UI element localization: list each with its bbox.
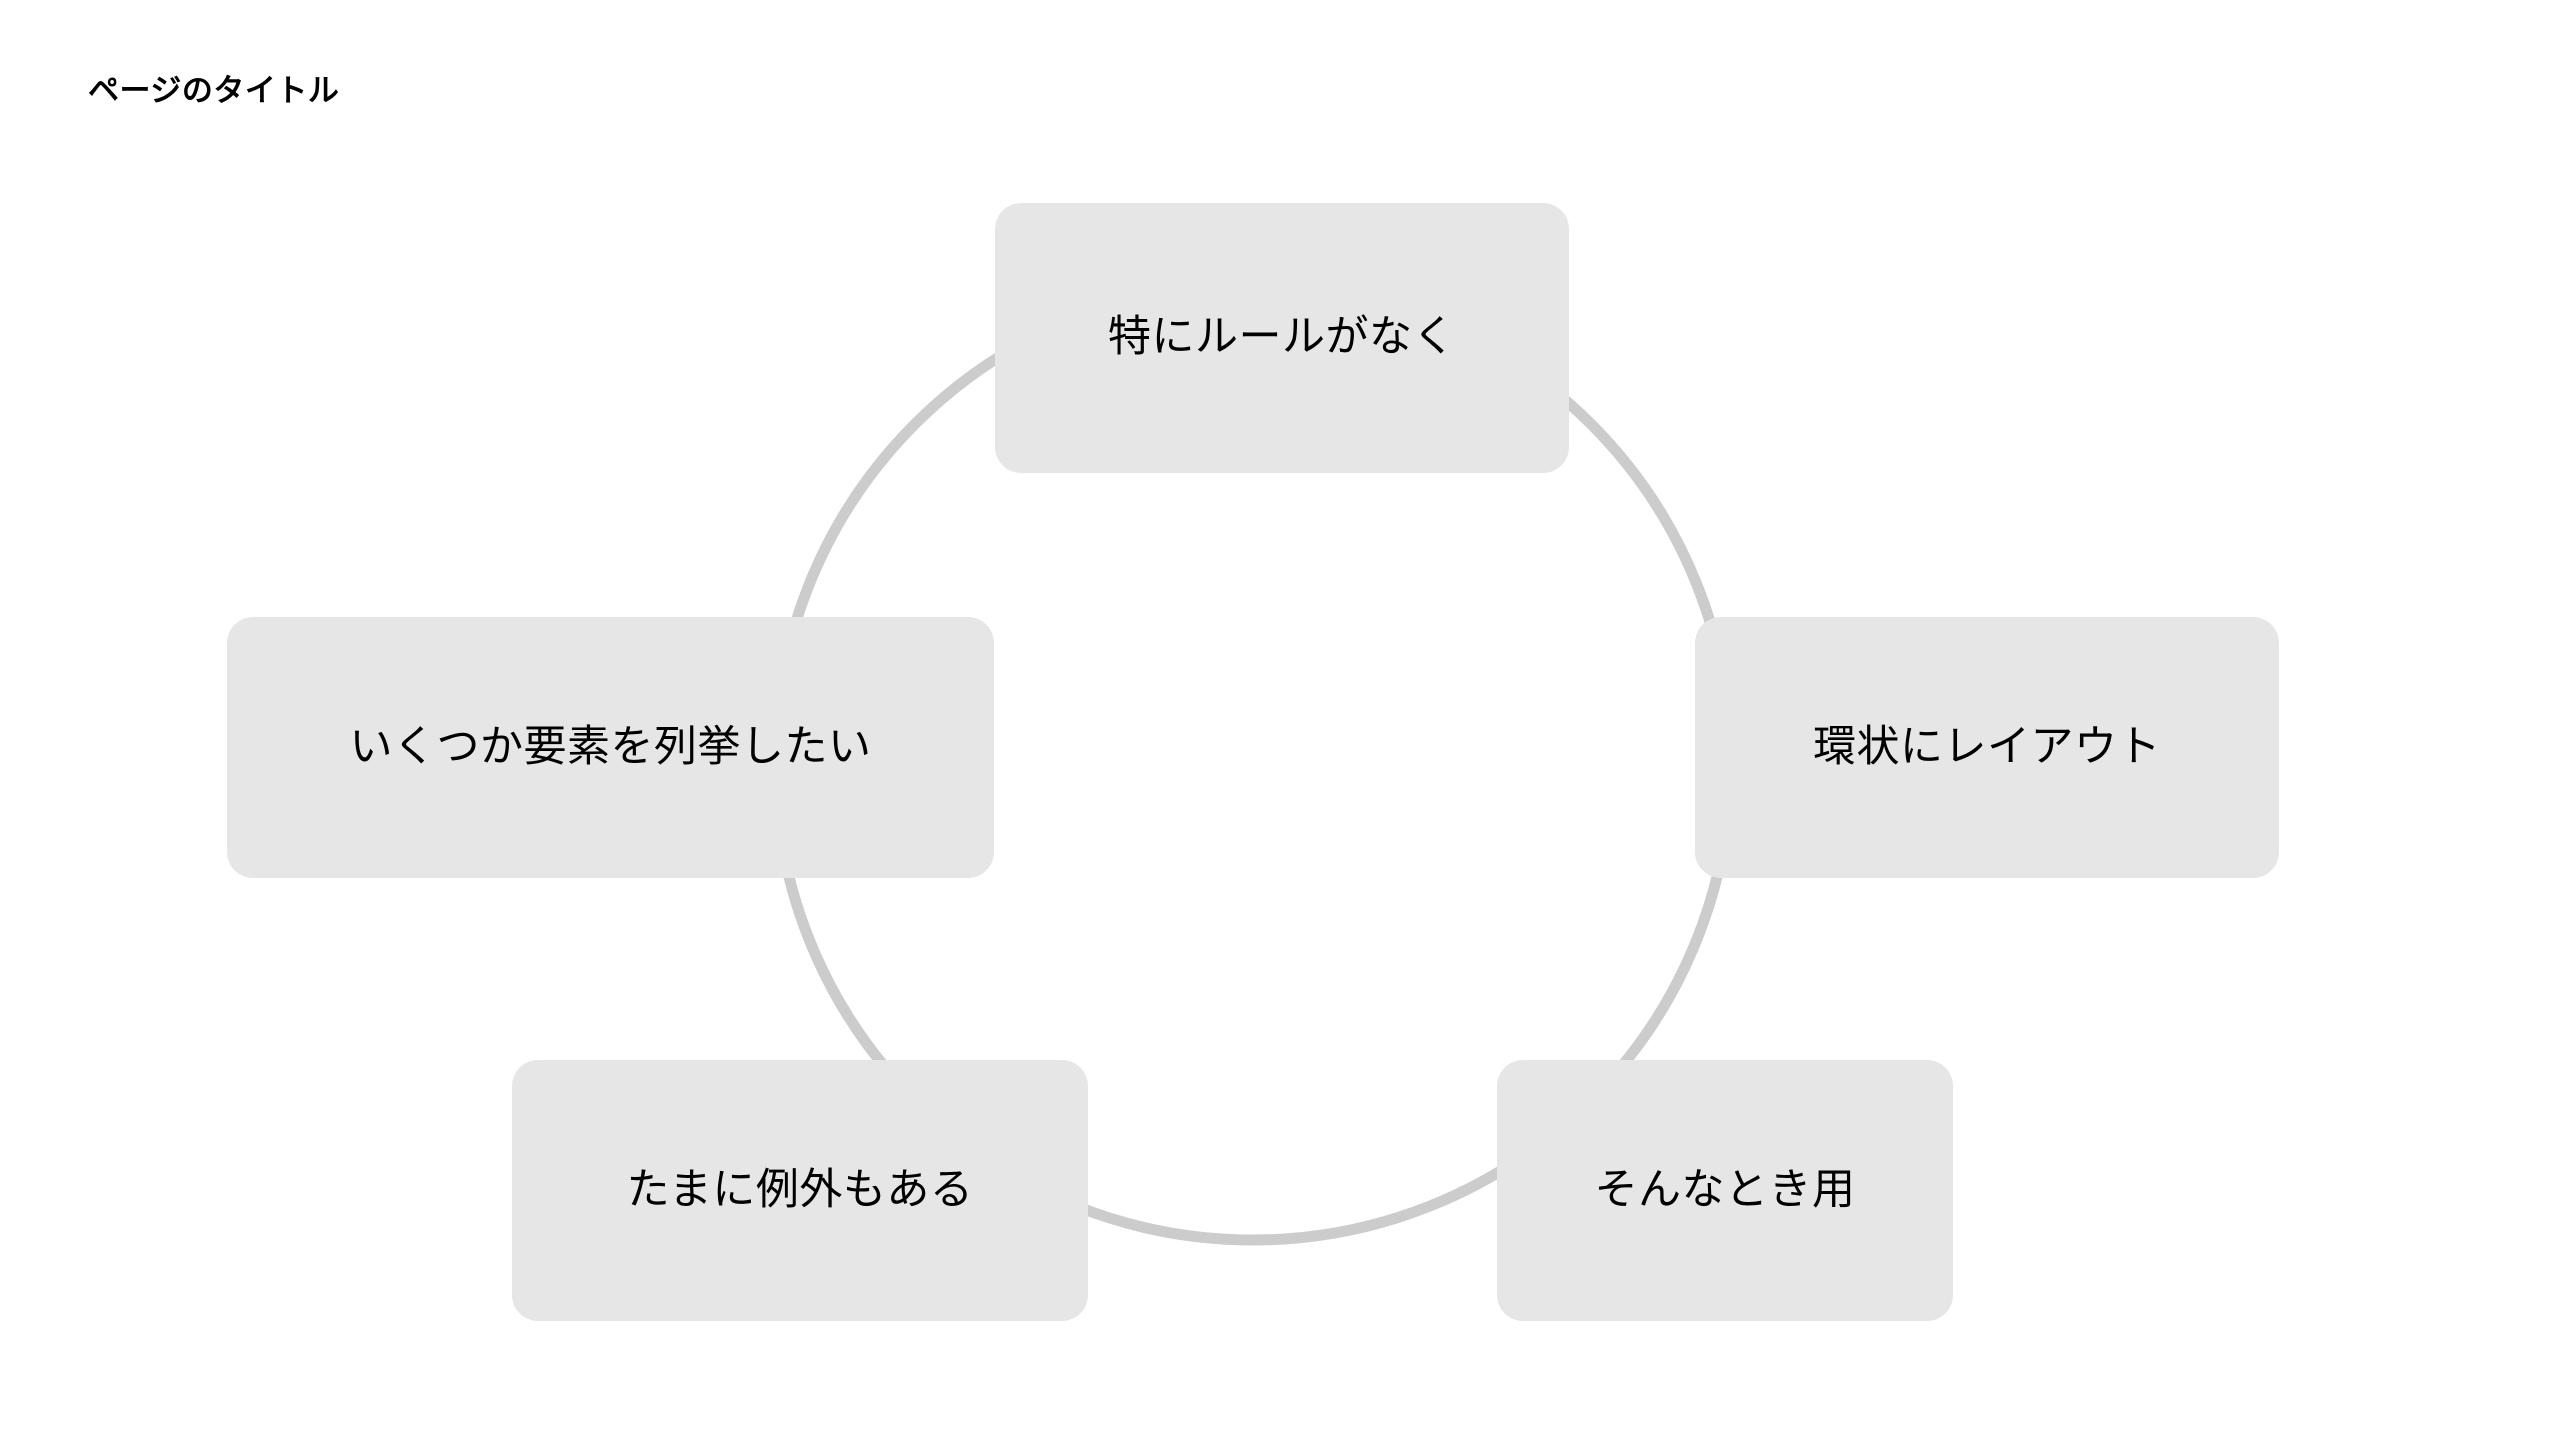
cycle-node-bottom-left[interactable]: たまに例外もある — [512, 1060, 1088, 1321]
cycle-node-label: 特にルールがなく — [1108, 313, 1456, 362]
page-title: ページのタイトル — [88, 73, 340, 108]
cycle-node-label: 環状にレイアウト — [1813, 722, 2161, 771]
cycle-node-top[interactable]: 特にルールがなく — [995, 203, 1569, 473]
cycle-node-label: そんなとき用 — [1594, 1165, 1856, 1214]
cycle-node-left[interactable]: いくつか要素を列挙したい — [227, 617, 994, 878]
cycle-node-label: いくつか要素を列挙したい — [349, 722, 872, 771]
cycle-node-right[interactable]: 環状にレイアウト — [1695, 617, 2279, 878]
cycle-node-bottom-right[interactable]: そんなとき用 — [1497, 1060, 1953, 1321]
cycle-node-label: たまに例外もある — [626, 1165, 974, 1214]
